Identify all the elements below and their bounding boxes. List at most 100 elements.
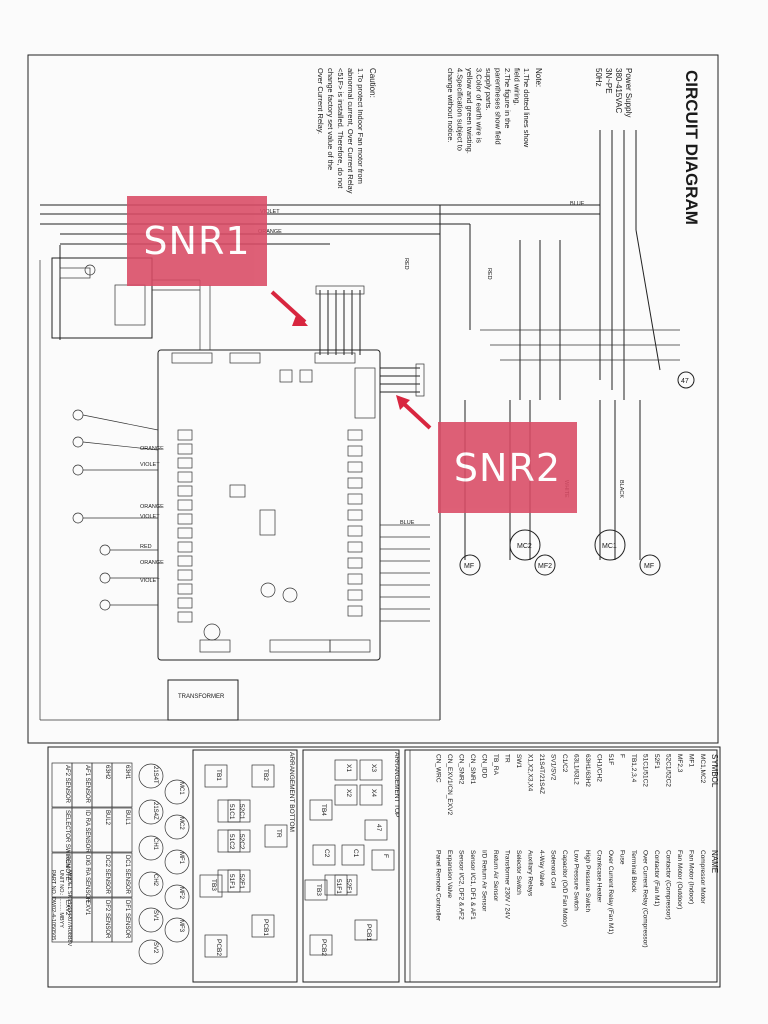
symbol-name: Fan Motor (Indoor) (688, 850, 695, 904)
symbol-name: Auxiliary Relays (527, 850, 534, 897)
power-supply-line: 380-415VAC (614, 68, 623, 113)
symbol-name: Capacitor (O/D Fan Motor) (561, 850, 568, 927)
symbol-code: TR (504, 754, 511, 763)
relay (177, 443, 193, 455)
component-circle (164, 814, 190, 840)
symbol-name: High Pressure Switch (584, 850, 591, 913)
sensor-cell-label: DC2 SENSOR (104, 855, 110, 895)
power-supply-line: Power Supply (624, 68, 633, 117)
arrangement-block (309, 799, 333, 821)
symbol-name: Contactor (Fan M1) (653, 850, 660, 906)
model-line: PART NO. DW02-4-1050505 (50, 870, 56, 940)
svg-text:MC1: MC1 (602, 543, 617, 550)
symbol-code: TB_RA (492, 754, 499, 776)
relay (347, 573, 363, 585)
note-line: 1.The dotted lines show (522, 68, 531, 148)
symbol-name: Contactor (Compressor) (665, 850, 672, 920)
arrangement-block-label: TR (275, 829, 282, 838)
symbol-code: CN_EXV1/CN_EXV2 (446, 754, 453, 815)
relay (347, 605, 363, 617)
wire-color-label: VIOLET (260, 209, 280, 215)
arrangement-block-label: TB3 (315, 884, 322, 896)
sensor-cell-label: SELECTOR SWITCH (64, 810, 70, 868)
relay (177, 569, 193, 581)
power-supply-line: 3N~PE (604, 68, 613, 94)
pcb-relays (177, 429, 363, 623)
sensor-cell-label: DIG RA SENSOR (84, 855, 90, 903)
snr1-connector (315, 285, 365, 355)
left-sensors (72, 409, 159, 611)
relay (177, 583, 193, 595)
right-outputs (380, 524, 430, 622)
symbol-code: 52F1 (653, 754, 660, 769)
relay (177, 499, 193, 511)
main-pcb (157, 349, 381, 661)
arrangement-block (217, 799, 241, 823)
arrangement-block-label: 52F1 (345, 879, 352, 894)
symbol-code: C1/C2 (561, 754, 568, 773)
symbol-name: Fan Motor (Outdoor) (676, 850, 683, 909)
arrangement-block-label: F (382, 854, 389, 858)
note-line: 2.The figure in the (503, 68, 512, 128)
relay (347, 477, 363, 489)
sensor-cell-label: EXV1 (84, 900, 90, 916)
symbol-name: Panel Remote Controller (435, 850, 442, 922)
arrangement-block-label: TB3 (210, 879, 217, 891)
sensor-cell-label: DF2 SENSOR (104, 900, 110, 939)
arrangement-block (359, 784, 383, 806)
symbol-name: 4-Way Valve (538, 850, 545, 887)
symbol-code: MF1 (688, 754, 695, 767)
arrangement-block (309, 934, 333, 956)
arrangement-block (304, 879, 328, 901)
wire-color-label: ORANGE (140, 446, 164, 452)
wire-color-label: ORANGE (140, 560, 164, 566)
symbol-name: Sensor I/C1, DF1 & AF1 (469, 850, 476, 920)
wire-color-label: RED (486, 268, 492, 280)
diagram-title: CIRCUIT DIAGRAM (682, 70, 701, 225)
symbol-table-frame (404, 749, 718, 983)
wire-color-label: ORANGE (258, 229, 282, 235)
component-circle-label: MC1 (178, 782, 184, 795)
arrangement-top-title: ARRANGEMENT TOP (393, 752, 400, 817)
snr1-callout: SNR1 (127, 196, 267, 286)
component-circle (138, 835, 164, 861)
arrangement-block-label: TB1 (215, 769, 222, 781)
symbol-name: Selector Switch (515, 850, 522, 895)
wire-color-label: VIOLET (140, 578, 160, 584)
component-circle (164, 779, 190, 805)
component-circle-label: SV2 (152, 942, 158, 954)
svg-text:MF: MF (644, 563, 654, 570)
sensor-cell (51, 807, 73, 853)
component-circle-label: MF2 (178, 887, 184, 900)
arrangement-block (217, 829, 241, 853)
symbol-name: Solenoid Coil (550, 850, 557, 889)
arrangement-block (334, 784, 358, 806)
arrangement-bottom-blocks: ARRANGEMENT BOTTOMTB2TB1TR52C151C152C251… (199, 752, 295, 958)
symbol-table-header: NAME (710, 850, 719, 873)
relay (347, 557, 363, 569)
wire-color-label: BLUE (570, 201, 585, 207)
component-circle (138, 871, 164, 897)
symbol-name: Terminal Block (630, 850, 637, 893)
arrangement-block (312, 844, 336, 866)
sensor-cell-label: DC1 SENSOR (124, 855, 130, 895)
symbol-code: SW1 (515, 754, 522, 768)
component-circle (164, 849, 190, 875)
display-pcb (51, 257, 153, 339)
symbol-name: Expansion Valve (446, 850, 453, 898)
wire-color-label: VIOLET (140, 462, 160, 468)
arrangement-top (302, 749, 400, 983)
arrangement-block-label: 47 (375, 824, 382, 832)
arrangement-block (251, 764, 275, 788)
symbol-code: F (619, 754, 626, 758)
component-circle (138, 907, 164, 933)
arrangement-block (217, 869, 241, 893)
arrangement-block-label: 52F1 (238, 874, 245, 889)
relay (177, 513, 193, 525)
relay (177, 485, 193, 497)
symbol-code: 63H1/63H2 (584, 754, 591, 787)
sensor-cell-label: 63H2 (104, 765, 110, 780)
arrangement-block (204, 934, 228, 958)
